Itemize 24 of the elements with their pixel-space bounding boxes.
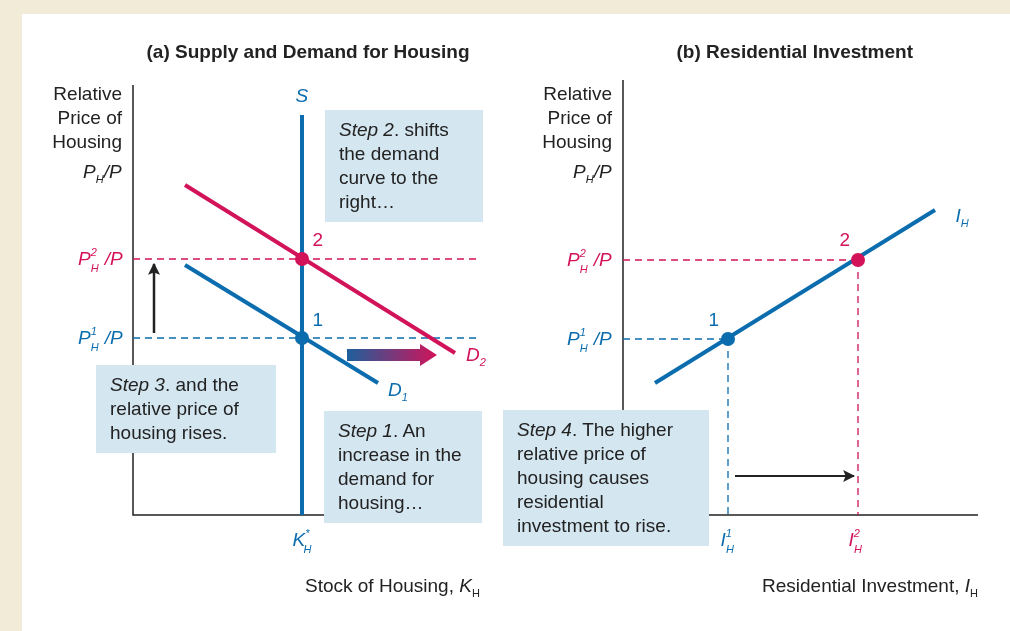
point-label: 2 xyxy=(839,228,851,252)
curve-label: I$_{H}$ xyxy=(955,204,969,228)
axis-title: Relative Price of Housing xyxy=(541,82,612,154)
callout-box: Step 2. shifts the demand curve to the right… xyxy=(325,110,483,222)
axis-title: Relative Price of Housing xyxy=(51,82,122,154)
axis-tick-label: P$^{2}$$_{H}$/P xyxy=(78,247,123,271)
axis-tick-label: P$^{2}$$_{H}$/P xyxy=(567,248,612,272)
panel-title: (b) Residential Investment xyxy=(676,40,913,64)
axis-tick-label: P$^{1}$$_{H}$/P xyxy=(567,327,612,351)
curve-label: D$_{1}$ xyxy=(388,378,408,402)
axis-title: Residential Investment, I$_{H}$ xyxy=(762,574,978,598)
point-label: 2 xyxy=(312,228,324,252)
panel-title: (a) Supply and Demand for Housing xyxy=(146,40,470,64)
point-label: 1 xyxy=(708,308,720,332)
axis-title: Stock of Housing, K$_{H}$ xyxy=(305,574,480,598)
axis-tick-label: P$^{1}$$_{H}$/P xyxy=(78,326,123,350)
callout-box: Step 1. An increase in the demand for housing… xyxy=(324,411,482,523)
axis-title: P$_{H}$/P xyxy=(83,160,122,184)
curve-label: S xyxy=(295,84,309,108)
axis-title: P$_{H}$/P xyxy=(573,160,612,184)
curve-label: D$_{2}$ xyxy=(466,343,486,367)
callout-box: Step 3. and the relative price of housing rises. xyxy=(96,365,276,453)
callout-box: Step 4. The higher relative price of housing causes residential investment to rise. xyxy=(503,410,709,546)
point-label: 1 xyxy=(312,308,324,332)
